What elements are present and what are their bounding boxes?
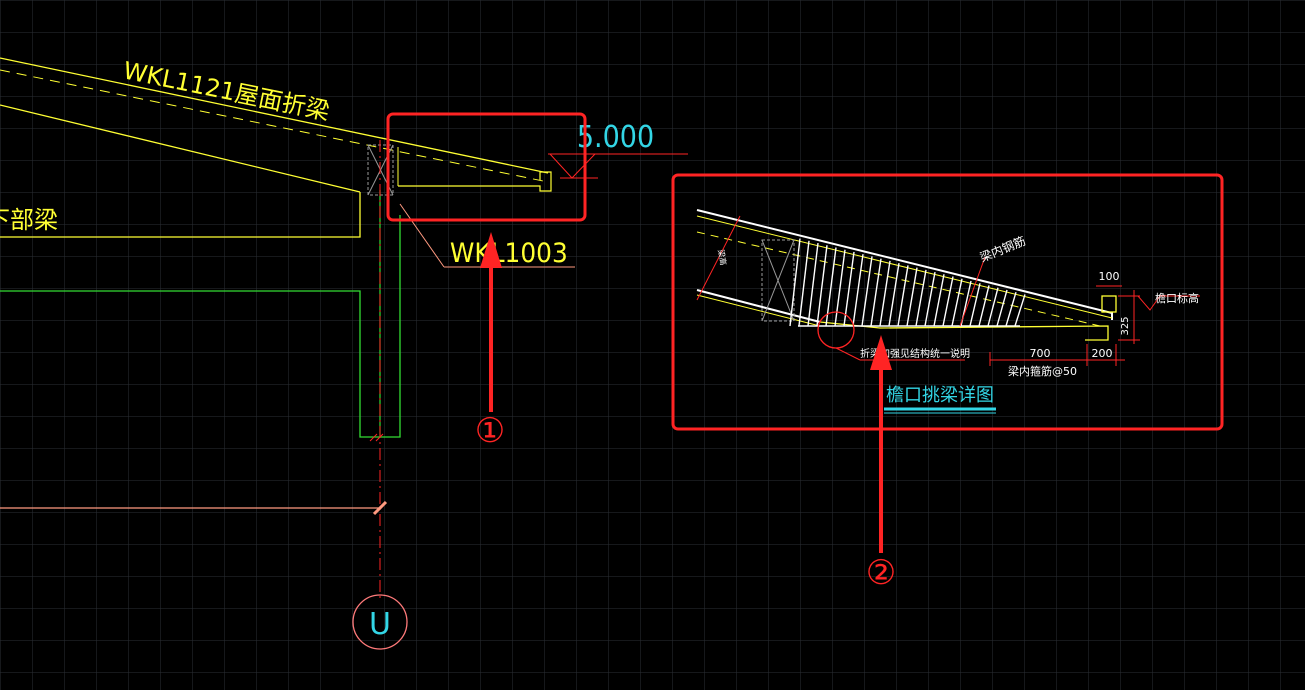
rebar-leader bbox=[959, 256, 986, 327]
stirrup-line bbox=[816, 245, 828, 327]
dim-tick-1 bbox=[369, 433, 378, 442]
stirrup-line bbox=[942, 276, 954, 327]
detail-note-stirrup: 梁内箍筋@50 bbox=[1008, 364, 1077, 378]
stirrup-line bbox=[834, 249, 846, 327]
marker-2: ② bbox=[866, 553, 896, 593]
stirrup-line bbox=[807, 242, 819, 327]
detail-title: 檐口挑梁详图 bbox=[886, 385, 994, 406]
floor-break-mark bbox=[372, 500, 388, 516]
detail-eave-lip bbox=[1101, 295, 1117, 313]
stirrup-line bbox=[951, 278, 963, 327]
highlight-box-2 bbox=[671, 173, 1224, 431]
stirrup-line bbox=[978, 285, 990, 327]
roof-beam-top-line bbox=[0, 57, 549, 174]
stirrup-line bbox=[843, 251, 855, 327]
stirrup-line bbox=[924, 271, 936, 327]
lower-beam-outline bbox=[0, 192, 361, 238]
detail-note-left: 梁高 bbox=[716, 249, 729, 266]
marker-1: ① bbox=[475, 411, 505, 451]
stirrup-line bbox=[1014, 294, 1026, 327]
dim-tick-2 bbox=[375, 433, 384, 442]
highlight-box-1 bbox=[386, 112, 587, 222]
stirrup-line bbox=[969, 283, 981, 327]
dim-700: 700 bbox=[1030, 347, 1051, 360]
dim-200: 200 bbox=[1092, 347, 1113, 360]
stirrup-line bbox=[798, 240, 810, 327]
stirrup-line bbox=[888, 263, 900, 327]
roof-beam-group bbox=[0, 57, 552, 238]
stirrup-line bbox=[996, 289, 1008, 327]
stirrup-line bbox=[915, 269, 927, 327]
arrow-2-head bbox=[870, 335, 892, 370]
dim-325: 325 bbox=[1120, 316, 1131, 335]
roof-beam-bottom-line bbox=[0, 104, 361, 193]
stirrup-line bbox=[852, 254, 864, 327]
stirrup-line bbox=[861, 256, 873, 327]
axis-bubble-circle bbox=[352, 594, 408, 650]
detail-column-box bbox=[761, 239, 795, 322]
eave-note-leader bbox=[1124, 295, 1200, 311]
eave-cantilever-outline bbox=[398, 171, 552, 192]
stirrup-line bbox=[879, 260, 891, 327]
fold-note-leader bbox=[835, 347, 861, 361]
wall-outline-green bbox=[0, 215, 401, 438]
column-group bbox=[0, 140, 401, 600]
cantilever-beam-callout: WKL1003 bbox=[399, 203, 575, 269]
stirrup-line bbox=[906, 267, 918, 327]
annotation-2: ② bbox=[866, 335, 896, 593]
detail-dimensions: 700 200 100 325 bbox=[989, 270, 1140, 366]
dim-100: 100 bbox=[1099, 270, 1120, 283]
stirrup-line bbox=[987, 287, 999, 327]
axis-bubble-label: U bbox=[369, 607, 391, 642]
stirrup-line bbox=[897, 265, 909, 327]
elevation-marker: 5.000 bbox=[548, 120, 688, 179]
stirrup-line bbox=[825, 247, 837, 327]
roof-beam-centerline bbox=[0, 69, 549, 183]
lower-beam-label: 下部梁 bbox=[0, 206, 58, 234]
detail-column-diag-2 bbox=[761, 239, 795, 322]
annotation-1: ① bbox=[386, 112, 587, 451]
cantilever-beam-label: WKL1003 bbox=[450, 238, 568, 269]
callout-leader bbox=[399, 203, 445, 268]
stirrup-line bbox=[933, 274, 945, 327]
arrow-1-head bbox=[480, 232, 502, 268]
stirrup-line bbox=[870, 258, 882, 327]
elevation-value: 5.000 bbox=[577, 120, 654, 155]
eave-detail: 梁内钢筋 梁高 折梁加强见结构统一说明 700 200 100 325 檐口标高 bbox=[671, 173, 1224, 431]
detail-note-eave: 檐口标高 bbox=[1155, 291, 1199, 305]
left-note-leader bbox=[696, 215, 741, 301]
stirrup-line bbox=[1005, 291, 1017, 327]
detail-beam-top-yellow bbox=[696, 215, 1113, 319]
stirrup-line bbox=[789, 238, 801, 327]
grid-axis-bubble: U bbox=[352, 594, 408, 650]
